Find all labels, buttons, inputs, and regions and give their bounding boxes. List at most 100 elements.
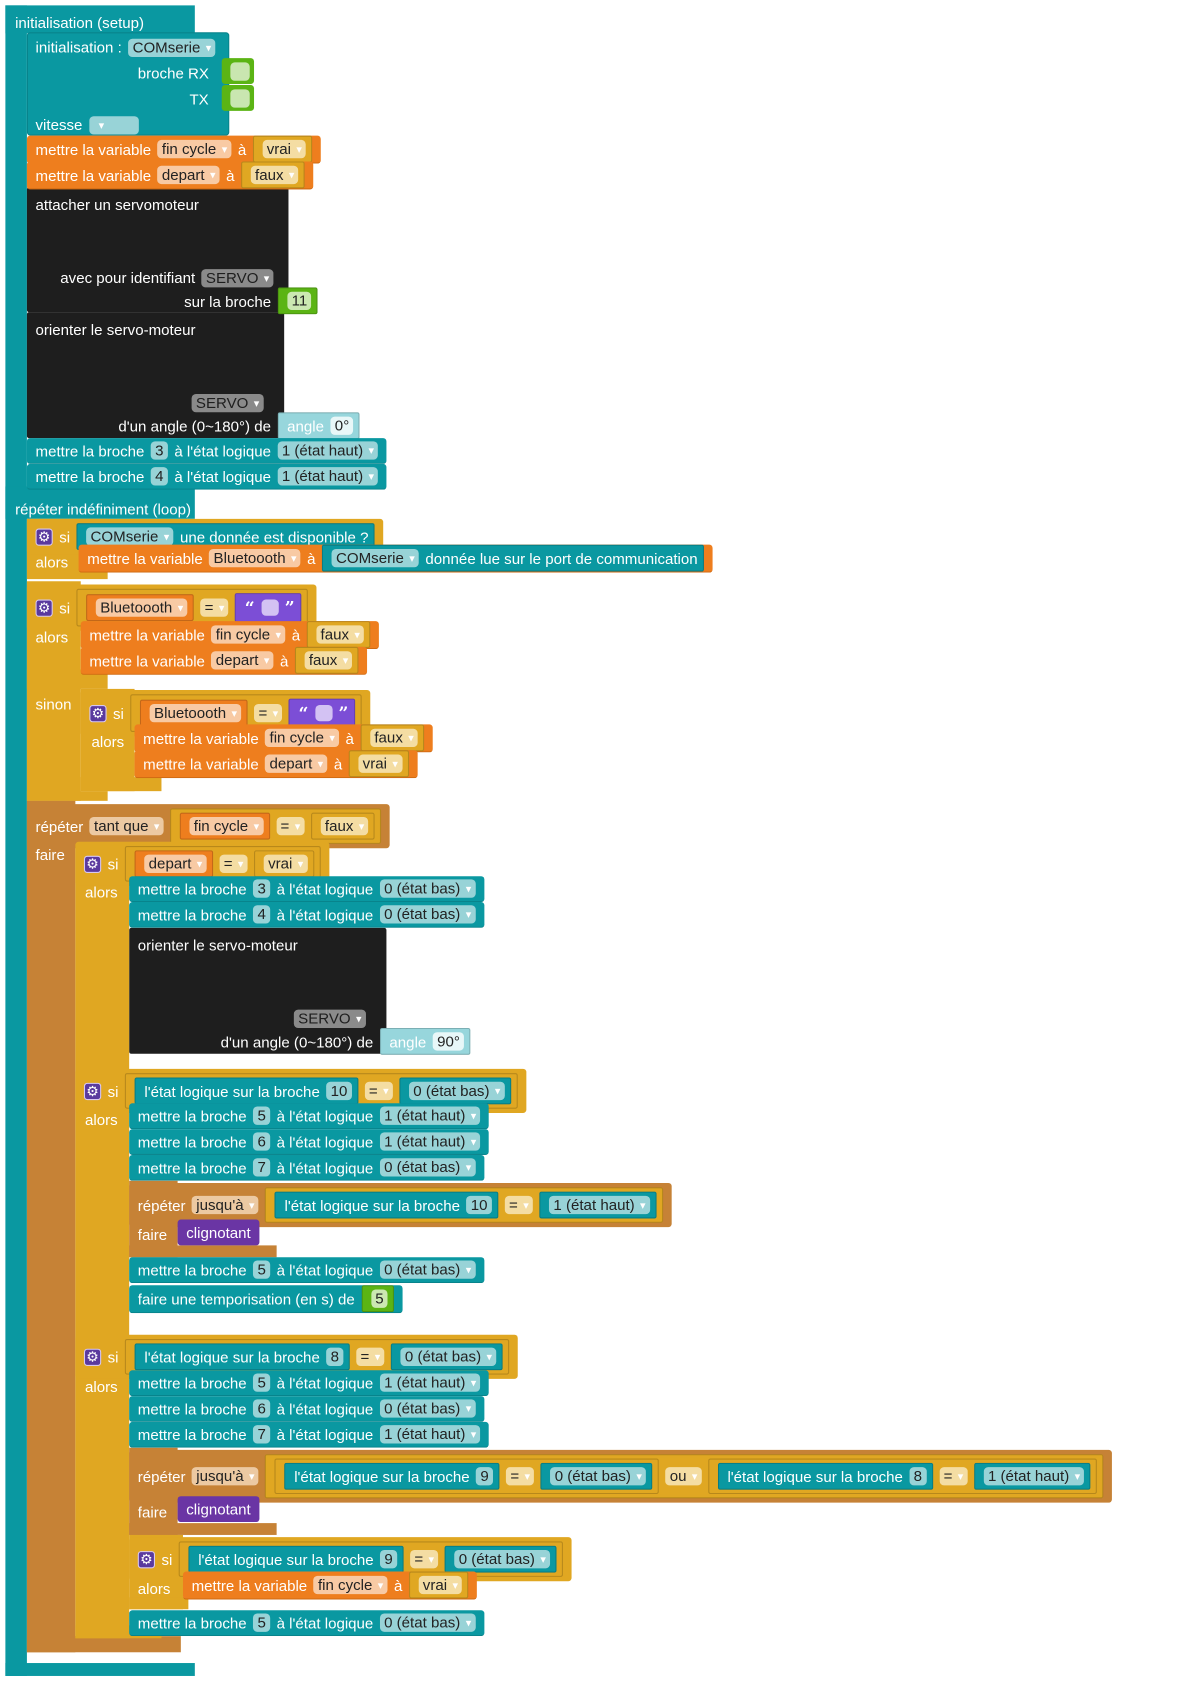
repeat-while-block[interactable] xyxy=(26,800,76,1653)
loop-bottom[interactable] xyxy=(5,1663,195,1676)
dropdown[interactable]: faux xyxy=(250,165,299,185)
dropdown[interactable]: = xyxy=(276,816,305,836)
number-field[interactable]: 5 xyxy=(253,1260,271,1279)
dropdown[interactable]: fin cycle xyxy=(157,139,232,159)
dropdown[interactable]: 1 (état haut) xyxy=(379,1425,481,1444)
number-field[interactable]: 10 xyxy=(326,1081,352,1101)
dropdown[interactable]: depart xyxy=(157,165,220,185)
dropdown[interactable]: vrai xyxy=(358,754,403,773)
set-variable-block[interactable]: mettre la variabledepartàfaux xyxy=(26,161,314,190)
dropdown[interactable]: 0 (état bas) xyxy=(454,1550,551,1569)
number-field[interactable]: 5 xyxy=(253,1373,271,1392)
number-field[interactable]: 5 xyxy=(253,1613,271,1632)
servo-attach-block[interactable] xyxy=(26,187,289,313)
dropdown[interactable]: 0 (état bas) xyxy=(550,1467,647,1486)
dropdown[interactable]: vrai xyxy=(418,1575,463,1595)
number-field[interactable]: 6 xyxy=(253,1399,271,1418)
dropdown[interactable]: depart xyxy=(265,754,328,773)
number-field[interactable]: 4 xyxy=(150,467,168,486)
set-variable-block[interactable]: mettre la variableBluetooothàCOMseriedon… xyxy=(78,544,713,573)
number-field[interactable]: 7 xyxy=(253,1158,271,1177)
dropdown[interactable]: fin cycle xyxy=(265,728,340,748)
loop-hat[interactable] xyxy=(5,486,195,519)
dropdown[interactable]: SERVO xyxy=(293,1009,366,1028)
dropdown[interactable]: fin cycle xyxy=(313,1575,388,1595)
dropdown[interactable]: vrai xyxy=(263,854,308,873)
gear-icon[interactable]: ⚙ xyxy=(83,1348,102,1366)
number-field[interactable]: 10 xyxy=(466,1195,492,1215)
gear-icon[interactable]: ⚙ xyxy=(83,1082,102,1100)
string-input[interactable] xyxy=(261,599,279,616)
number-field[interactable]: 11 xyxy=(287,291,312,311)
dropdown[interactable]: 1 (état haut) xyxy=(277,467,379,486)
inner-if-bottom[interactable] xyxy=(80,777,162,792)
green-value-block[interactable]: 5 xyxy=(361,1285,395,1313)
orange-value-block[interactable]: Bluetoooth xyxy=(140,699,248,727)
gold-value-block[interactable]: vrai xyxy=(252,135,313,163)
number-field[interactable]: 3 xyxy=(253,879,271,898)
dropdown[interactable]: 1 (état haut) xyxy=(379,1132,481,1151)
dropdown[interactable]: = xyxy=(506,1467,535,1486)
dropdown[interactable]: 1 (état haut) xyxy=(379,1373,481,1392)
dropdown[interactable]: depart xyxy=(211,651,274,670)
gold-value-block[interactable]: vrai xyxy=(408,1571,469,1599)
set-variable-block[interactable]: mettre la variabledepartàvrai xyxy=(134,750,418,779)
repeat-until-bottom[interactable] xyxy=(129,1523,277,1535)
teal-value-block[interactable]: 0 (état bas) xyxy=(444,1545,557,1573)
dropdown[interactable]: = xyxy=(364,1081,393,1101)
gold-value-block[interactable]: fin cycle=faux xyxy=(170,808,382,844)
dropdown[interactable]: tant que xyxy=(89,816,164,836)
number-field[interactable]: 5 xyxy=(370,1289,388,1308)
procedure-call-clignotant[interactable]: clignotant xyxy=(177,1496,260,1523)
dropdown[interactable]: 0 (état bas) xyxy=(379,1260,476,1279)
text-string-block[interactable]: “” xyxy=(288,698,355,728)
number-field[interactable]: 9 xyxy=(476,1467,494,1486)
dropdown[interactable]: = xyxy=(254,703,283,723)
number-field[interactable]: 90° xyxy=(432,1032,465,1051)
if-column[interactable] xyxy=(75,841,130,1639)
dropdown[interactable]: jusqu'à xyxy=(191,1195,259,1215)
repeat-until-bottom[interactable] xyxy=(129,1245,277,1258)
green-value-block[interactable]: 11 xyxy=(277,287,319,315)
servo-orient-block[interactable] xyxy=(129,927,387,1054)
number-field[interactable]: 8 xyxy=(909,1467,927,1486)
if-else-bottom[interactable] xyxy=(26,791,108,801)
dropdown[interactable]: COMserie xyxy=(128,38,216,57)
teal-value-block[interactable]: 0 (état bas) xyxy=(540,1462,653,1490)
number-field[interactable]: 6 xyxy=(253,1132,271,1151)
number-field[interactable]: 0° xyxy=(330,416,354,435)
gear-icon[interactable]: ⚙ xyxy=(35,599,53,617)
dropdown[interactable]: 0 (état bas) xyxy=(379,879,476,898)
teal-value-block[interactable]: 0 (état bas) xyxy=(390,1343,503,1371)
set-variable-block[interactable]: mettre la variabledepartàfaux xyxy=(80,646,368,675)
gear-icon[interactable]: ⚙ xyxy=(137,1550,156,1568)
procedure-call-clignotant[interactable]: clignotant xyxy=(177,1219,260,1246)
text-string-block[interactable]: “” xyxy=(235,593,302,623)
number-field[interactable]: 5 xyxy=(253,1106,271,1125)
dropdown[interactable]: Bluetoooth xyxy=(95,598,188,617)
gold-value-block[interactable]: faux xyxy=(306,621,371,648)
